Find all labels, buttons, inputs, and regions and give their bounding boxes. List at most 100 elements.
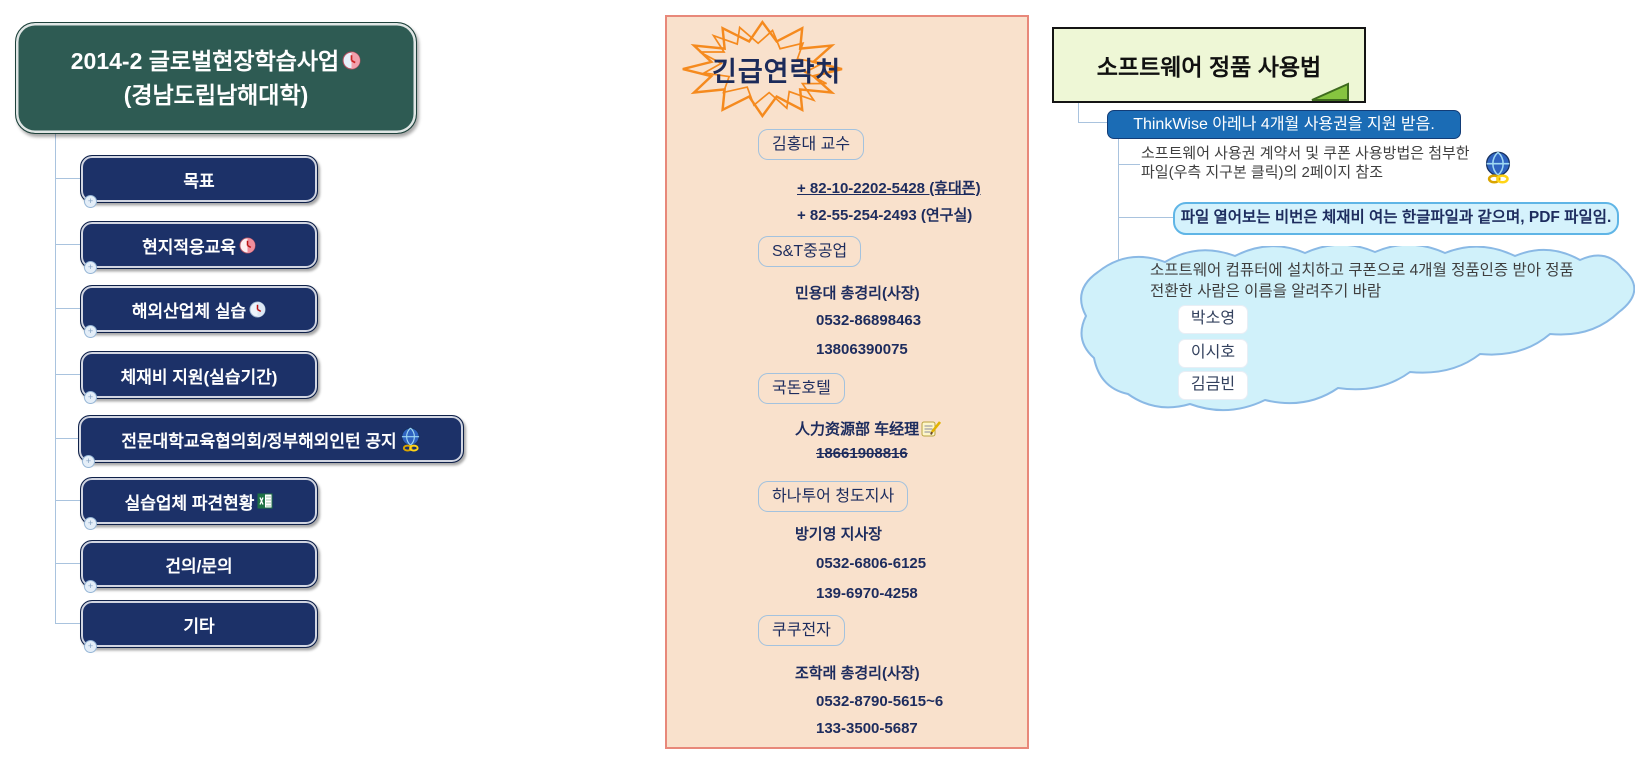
callout-label: 파일 열어보는 비번은 체재비 여는 한글파일과 같으며, PDF 파일임.: [1180, 209, 1612, 226]
node-label: 현지적응교육: [142, 237, 236, 257]
phone-label: + 82-10-2202-5428 (휴대폰): [797, 180, 981, 197]
cloud-shape: [1080, 246, 1635, 412]
expand-button[interactable]: [84, 261, 97, 274]
root-title-line1: 2014-2 글로벌현장학습사업: [70, 47, 340, 74]
company-label: 김홍대 교수: [772, 136, 851, 153]
highlight-node[interactable]: ThinkWise 아레나 4개월 사용권을 지원 받음.: [1107, 110, 1461, 139]
password-callout[interactable]: 파일 열어보는 비번은 체재비 여는 한글파일과 같으며, PDF 파일임.: [1173, 202, 1619, 235]
globe-link-icon: [401, 427, 420, 452]
node-label: 기타: [183, 616, 215, 636]
cloud-line2: 전환한 사람은 이름을 알려주기 바람: [1150, 283, 1382, 300]
cloud-note-node[interactable]: 소프트웨어 컴퓨터에 설치하고 쿠폰으로 4개월 정품인증 받아 정품 전환한 …: [1150, 260, 1574, 302]
clock-icon: [342, 51, 361, 70]
software-title-label: 소프트웨어 정품 사용법: [1096, 54, 1322, 80]
node-living-support[interactable]: 체재비 지원(실습기간): [80, 351, 318, 399]
phone-label: 0532-86898463: [816, 312, 922, 329]
node-overseas-practice[interactable]: 해외산업체 실습: [80, 285, 318, 333]
contact-person[interactable]: 민용대 총경리(사장): [795, 282, 920, 303]
expand-button[interactable]: [82, 455, 95, 468]
connector-line: [1118, 217, 1173, 218]
name-node[interactable]: 이시호: [1178, 339, 1248, 368]
name-label: 김금빈: [1190, 376, 1236, 393]
contact-company[interactable]: S&T중공업: [758, 236, 862, 267]
connector-line: [55, 308, 80, 309]
contact-phone[interactable]: + 82-10-2202-5428 (휴대폰): [797, 177, 981, 198]
node-label: 실습업체 파견현황: [124, 493, 255, 513]
contacts-title: 긴급연락처: [712, 57, 842, 87]
node-label: 목표: [183, 171, 215, 191]
contact-phone[interactable]: + 82-55-254-2493 (연구실): [797, 204, 972, 225]
contact-person[interactable]: 人力资源部 车经理: [795, 418, 942, 439]
folded-corner-icon: [1311, 82, 1349, 101]
node-label: 해외산업체 실습: [131, 301, 247, 321]
expand-button[interactable]: [84, 325, 97, 338]
note-node[interactable]: 소프트웨어 사용권 계약서 및 쿠폰 사용방법은 첨부한 파일(우측 지구본 클…: [1141, 144, 1470, 182]
company-label: 하나투어 청도지사: [772, 488, 895, 505]
person-label: 민용대 총경리(사장): [795, 285, 920, 302]
memo-icon: [921, 420, 942, 436]
company-label: 쿠쿠전자: [772, 622, 831, 639]
person-label: 人力资源部 车经理: [795, 421, 920, 438]
connector-line: [1078, 99, 1079, 123]
phone-label: 13806390075: [816, 341, 908, 358]
expand-button[interactable]: [84, 195, 97, 208]
expand-button[interactable]: [84, 391, 97, 404]
connector-line: [55, 500, 80, 501]
software-title-node[interactable]: 소프트웨어 정품 사용법: [1052, 27, 1366, 103]
phone-label: + 82-55-254-2493 (연구실): [797, 207, 973, 224]
contact-phone[interactable]: 133-3500-5687: [816, 720, 918, 737]
node-etc[interactable]: 기타: [80, 600, 318, 648]
clock-icon: [249, 300, 266, 318]
name-node[interactable]: 박소영: [1178, 305, 1248, 334]
contact-phone[interactable]: 139-6970-4258: [816, 585, 918, 602]
person-label: 방기영 지사장: [795, 526, 882, 543]
connector-line: [55, 438, 80, 439]
phone-label: 18661908816: [816, 445, 908, 462]
node-dispatch-status[interactable]: 실습업체 파견현황: [80, 477, 318, 525]
node-suggestions[interactable]: 건의/문의: [80, 540, 318, 588]
phone-label: 0532-6806-6125: [816, 555, 927, 572]
contact-company[interactable]: 하나투어 청도지사: [758, 481, 909, 512]
globe-link-icon[interactable]: [1484, 151, 1512, 184]
contacts-panel: [665, 15, 1029, 749]
connector-line: [55, 374, 80, 375]
contact-phone[interactable]: 13806390075: [816, 341, 908, 358]
contact-phone[interactable]: 0532-8790-5615~6: [816, 693, 943, 710]
clock-icon: [239, 236, 256, 254]
node-label: 체재비 지원(실습기간): [120, 367, 278, 387]
connector-line: [55, 178, 80, 179]
connector-line: [55, 244, 80, 245]
note-line2: 파일(우측 지구본 클릭)의 2페이지 참조: [1141, 164, 1384, 181]
name-label: 이시호: [1190, 344, 1236, 361]
node-goal[interactable]: 목표: [80, 155, 318, 203]
node-label: 건의/문의: [165, 556, 233, 576]
contact-person[interactable]: 방기영 지사장: [795, 523, 882, 544]
expand-button[interactable]: [84, 517, 97, 530]
contact-phone[interactable]: 0532-6806-6125: [816, 555, 926, 572]
phone-label: 133-3500-5687: [816, 720, 918, 737]
expand-button[interactable]: [84, 580, 97, 593]
name-label: 박소영: [1190, 310, 1236, 327]
connector-line: [55, 563, 80, 564]
node-label: 전문대학교육협의회/정부해외인턴 공지: [121, 431, 397, 451]
contact-company[interactable]: 쿠쿠전자: [758, 615, 845, 646]
contact-phone[interactable]: 18661908816: [816, 445, 908, 462]
root-title-line2: (경남도립남해대학): [123, 82, 309, 108]
expand-button[interactable]: [84, 640, 97, 653]
highlight-label: ThinkWise 아레나 4개월 사용권을 지원 받음.: [1133, 116, 1435, 133]
node-local-adaptation[interactable]: 현지적응교육: [80, 221, 318, 269]
contact-person[interactable]: 조학래 총경리(사장): [795, 662, 920, 683]
company-label: S&T중공업: [772, 243, 848, 260]
contact-company[interactable]: 국돈호텔: [758, 373, 845, 404]
connector-line: [55, 133, 56, 623]
contact-phone[interactable]: 0532-86898463: [816, 312, 921, 329]
node-intern-notice[interactable]: 전문대학교육협의회/정부해외인턴 공지: [78, 415, 464, 463]
phone-label: 139-6970-4258: [816, 585, 918, 602]
root-node[interactable]: 2014-2 글로벌현장학습사업 (경남도립남해대학): [15, 22, 417, 134]
connector-line: [1078, 122, 1108, 123]
contact-company[interactable]: 김홍대 교수: [758, 129, 865, 160]
phone-label: 0532-8790-5615~6: [816, 693, 944, 710]
excel-icon: [257, 493, 273, 509]
name-node[interactable]: 김금빈: [1178, 371, 1248, 400]
